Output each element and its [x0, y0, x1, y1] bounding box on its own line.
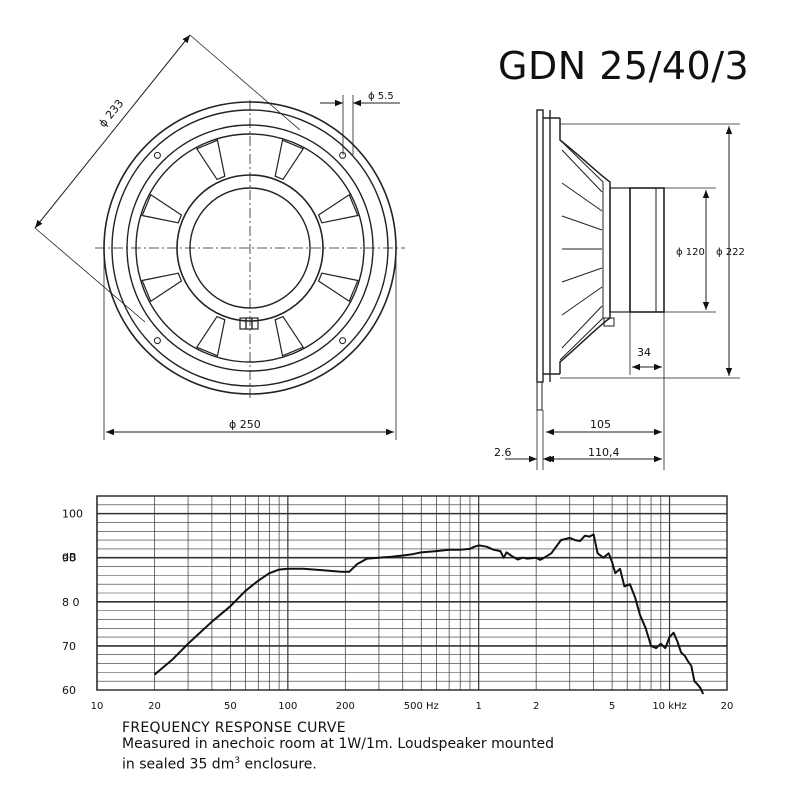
- magnet-depth-label: 34: [637, 346, 651, 359]
- chart-y-tick-label: 8 0: [62, 596, 80, 609]
- chart-x-tick-label: 20: [148, 701, 161, 712]
- basket-rib: [561, 286, 603, 316]
- chart-y-axis-label: dB: [62, 551, 77, 564]
- chart-x-ticks: 10 20 50 100 200 500 Hz 1 2 5 10 kHz 20: [91, 701, 734, 712]
- caption-title: FREQUENCY RESPONSE CURVE: [122, 720, 346, 736]
- magnet-inner-ring: [189, 187, 311, 309]
- basket-spoke: [317, 272, 359, 303]
- frame-inner-ring: [126, 124, 374, 372]
- side-view: [505, 109, 740, 470]
- diagonal-ext-line: [189, 34, 301, 131]
- chart-x-tick-label: 200: [336, 701, 355, 712]
- mounting-hole: [153, 151, 161, 159]
- caption-line-2-main: in sealed 35 dm: [122, 756, 235, 773]
- front-flange: [536, 109, 544, 383]
- chart-x-tick-label: 10 kHz: [652, 701, 686, 712]
- chart-grid-minor: [97, 496, 728, 690]
- caption-line-1: Measured in anechoic room at 1W/1m. Loud…: [122, 736, 555, 752]
- basket-inner-profile: [559, 139, 604, 361]
- caption-superscript: 3: [234, 756, 241, 766]
- basket-spoke: [317, 193, 359, 224]
- baffle-dim-label: ϕ 222: [716, 247, 745, 258]
- side-terminal: [603, 317, 615, 327]
- frame-flange-ring: [111, 109, 389, 387]
- basket-spoke: [274, 139, 305, 181]
- front-view: [34, 34, 405, 440]
- diagonal-dim-line: [34, 34, 191, 229]
- chart-caption: FREQUENCY RESPONSE CURVE Measured in ane…: [122, 720, 554, 774]
- top-plate: [609, 187, 631, 313]
- basket-spoke: [195, 139, 226, 181]
- chart-x-tick-label: 500 Hz: [404, 701, 439, 712]
- flange-tab: [536, 381, 543, 411]
- basket-ribs: [561, 149, 603, 349]
- chart-x-tick-label: 5: [609, 701, 615, 712]
- terminal-block: [239, 317, 259, 330]
- basket-rib: [561, 305, 603, 349]
- chart-frame: [96, 495, 728, 691]
- basket-spoke: [141, 193, 183, 224]
- magnet: [629, 187, 665, 313]
- basket-rib: [561, 215, 603, 231]
- total-depth-dim-label: 110,4: [588, 446, 620, 459]
- basket-rib: [561, 182, 603, 212]
- response-curve: [153, 533, 705, 695]
- chart-y-tick-label: 70: [62, 640, 76, 653]
- outer-dim-label: ϕ 250: [229, 418, 261, 431]
- hole-dim-label: ϕ 5.5: [368, 91, 394, 102]
- mounting-hole: [153, 337, 161, 345]
- diagonal-dim-label: ϕ 233: [96, 97, 126, 130]
- diagonal-ext-line: [34, 227, 146, 323]
- chart-x-tick-label: 10: [91, 701, 104, 712]
- chart-y-tick-label: 60: [62, 684, 76, 697]
- mounting-hole: [339, 337, 347, 345]
- model-title: GDN 25/40/3: [498, 44, 750, 88]
- chart-y-tick-label: 90: [62, 552, 76, 565]
- basket-rib: [561, 267, 603, 283]
- magnet-dim-label: ϕ 120: [676, 247, 705, 258]
- chart-y-ticks: 100 90 8 0 70 60: [62, 508, 83, 697]
- caption-line-2: in sealed 35 dm3 enclosure.: [122, 753, 554, 774]
- flange-dim-label: 2.6: [494, 446, 512, 459]
- chart-x-tick-label: 100: [278, 701, 297, 712]
- basket-ring: [135, 133, 365, 363]
- chart-x-tick-label: 50: [224, 701, 237, 712]
- basket-rib: [561, 149, 603, 193]
- magnet-outer-ring: [176, 174, 324, 322]
- caption-line-2-end: enclosure.: [240, 756, 317, 773]
- chart-x-tick-label: 1: [476, 701, 482, 712]
- chart-y-tick-label: 100: [62, 508, 83, 521]
- chart-x-tick-label: 2: [533, 701, 539, 712]
- depth-dim-label: 105: [590, 418, 611, 431]
- basket-spoke: [195, 315, 226, 357]
- frequency-response-chart: 100 90 8 0 70 60 10 20 50 100 200 500 Hz 1 2 5 10 kHz…: [62, 495, 734, 712]
- basket-spoke: [141, 272, 183, 303]
- basket-spoke: [274, 315, 305, 357]
- chart-x-tick-label: 20: [721, 701, 734, 712]
